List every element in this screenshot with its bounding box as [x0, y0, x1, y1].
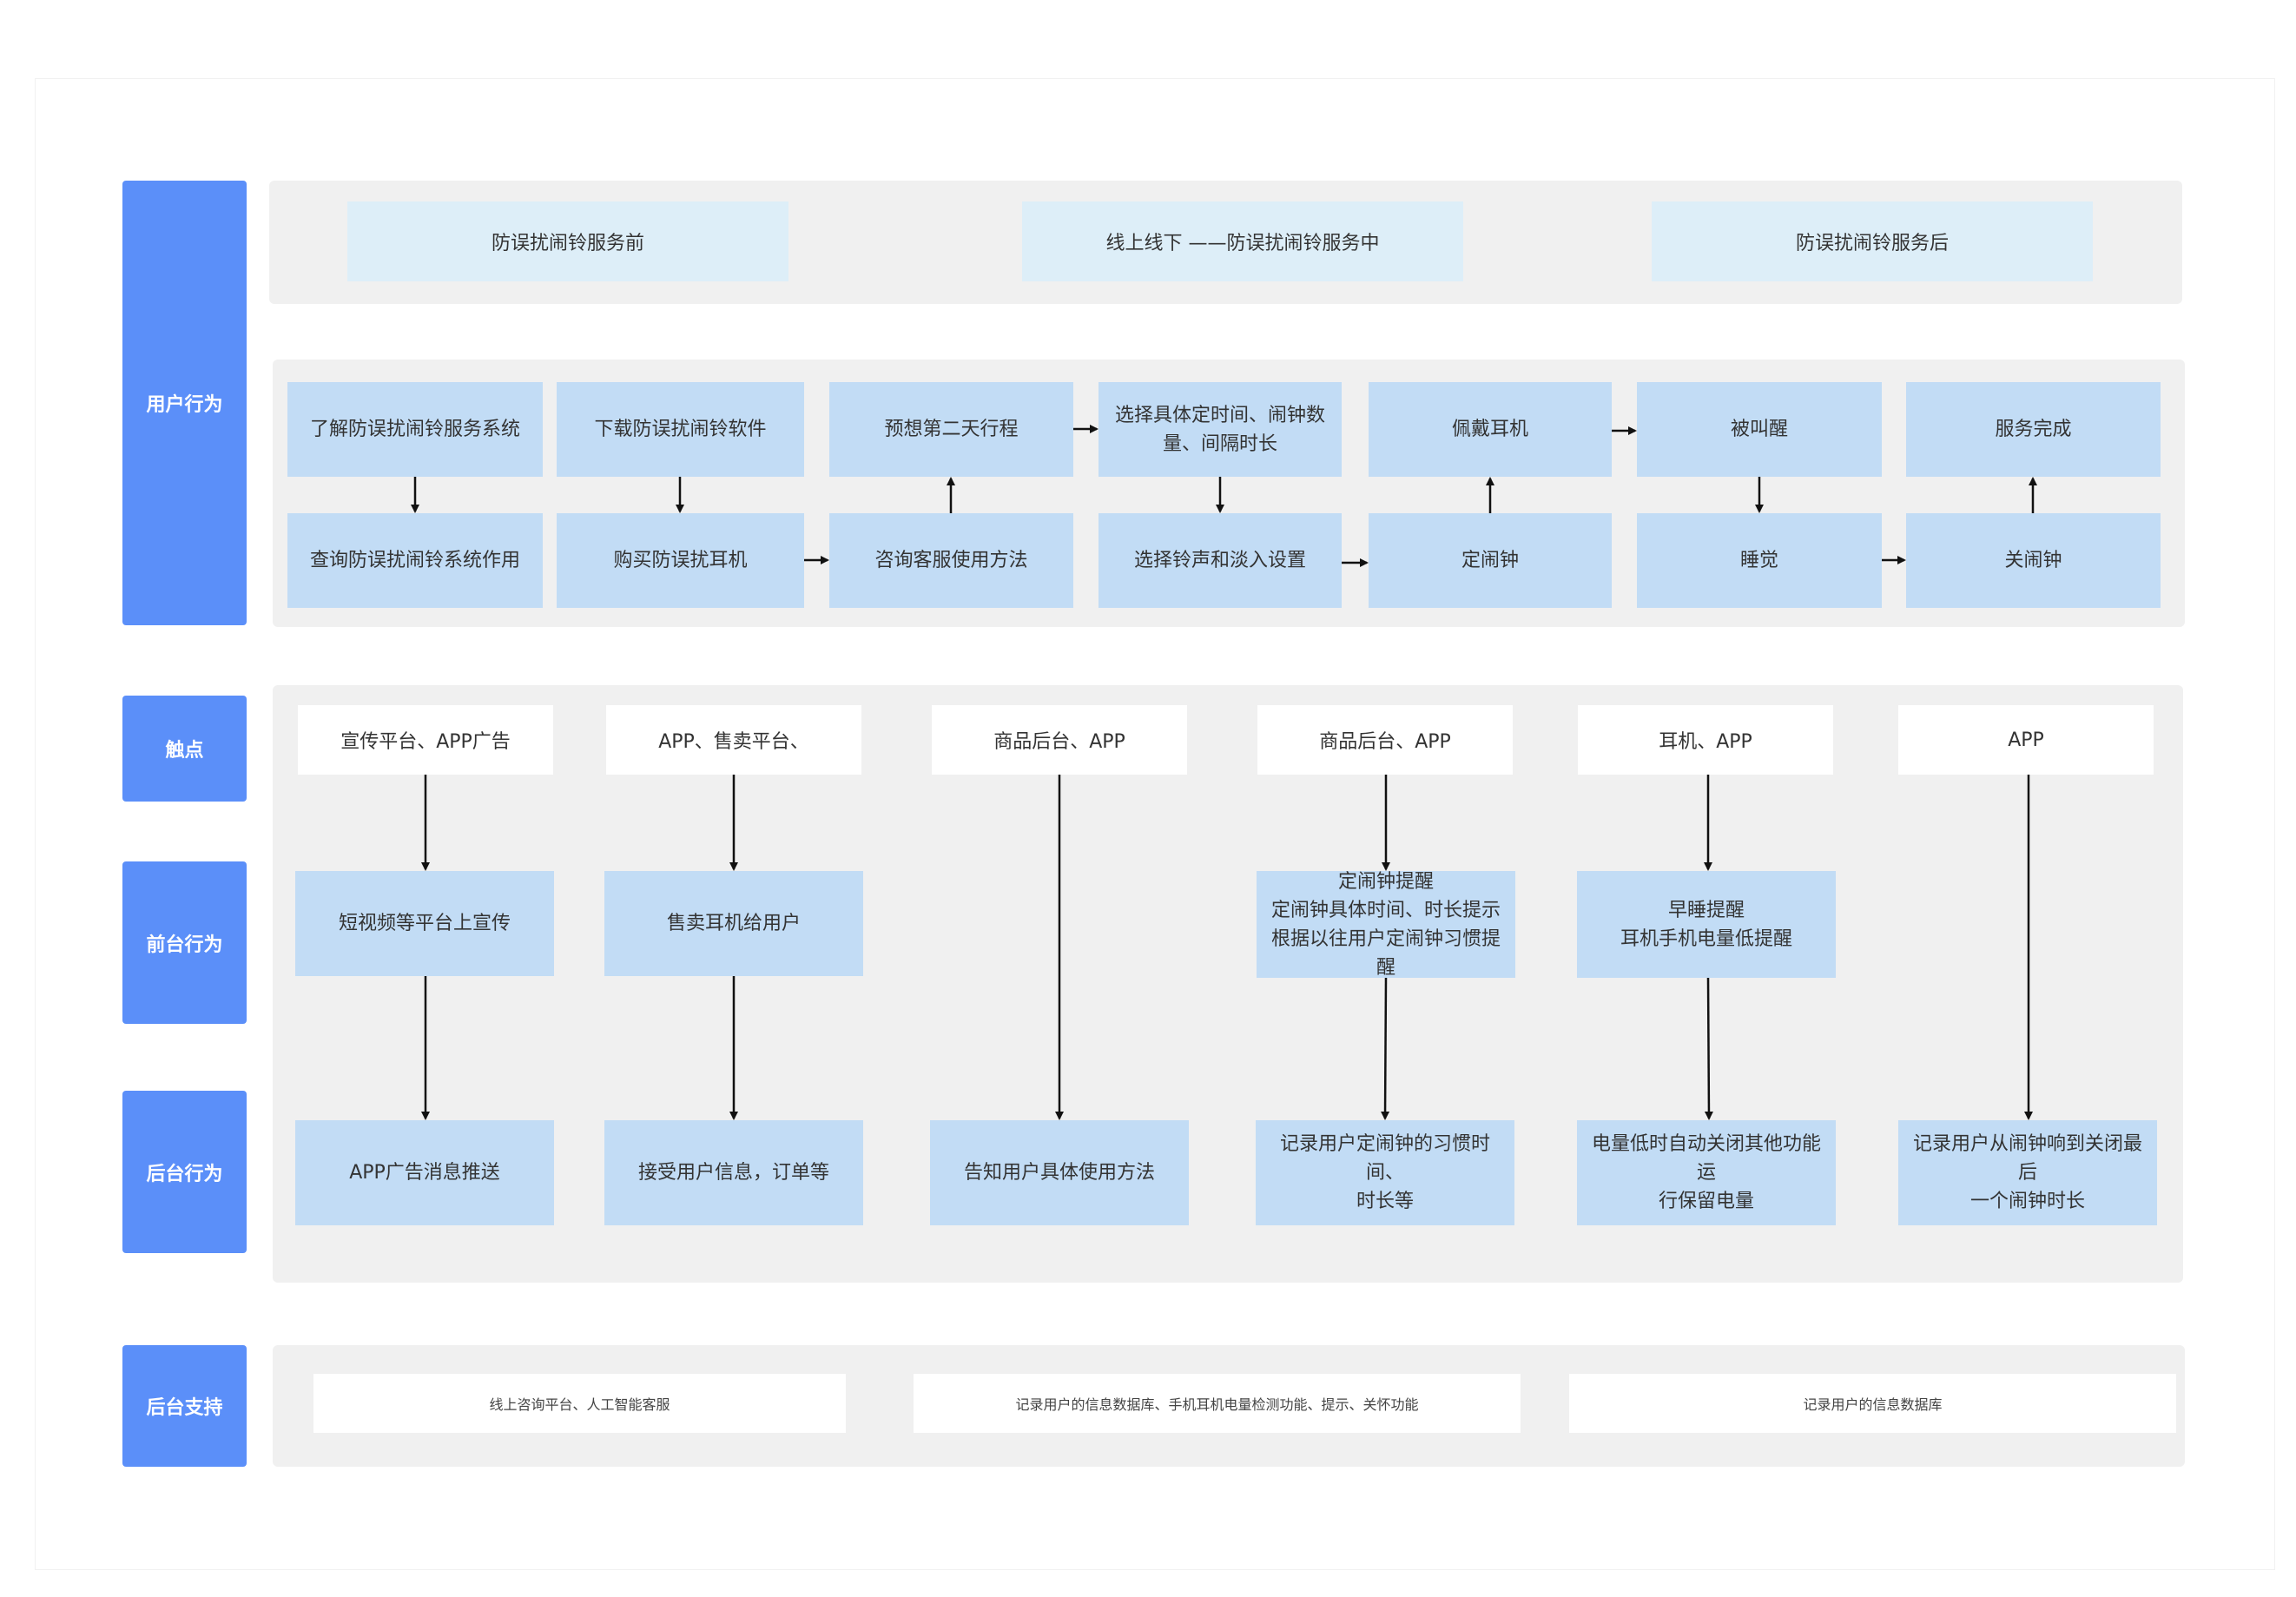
user-step-close-alarm: 关闹钟	[1906, 513, 2161, 608]
stage-during: 线上线下 ——防误扰闹铃服务中	[1022, 201, 1463, 281]
user-step-plan: 预想第二天行程	[829, 382, 1073, 477]
touchpoint-3: 商品后台、APP	[932, 705, 1187, 775]
user-step-ringtone: 选择铃声和淡入设置	[1099, 513, 1342, 608]
user-step-download: 下载防误扰闹铃软件	[557, 382, 804, 477]
touchpoint-5: 耳机、APP	[1578, 705, 1833, 775]
lane-label-user: 用户行为	[122, 181, 247, 625]
lane-label-back: 后台行为	[122, 1091, 247, 1253]
support-3: 记录用户的信息数据库	[1569, 1374, 2176, 1433]
stage-after: 防误扰闹铃服务后	[1652, 201, 2093, 281]
user-step-choose-time: 选择具体定时间、闹钟数 量、间隔时长	[1099, 382, 1342, 477]
support-1: 线上咨询平台、人工智能客服	[313, 1374, 846, 1433]
user-step-sleep: 睡觉	[1637, 513, 1882, 608]
lane-label-support: 后台支持	[122, 1345, 247, 1467]
lane-label-touch: 触点	[122, 696, 247, 802]
stage-before: 防误扰闹铃服务前	[347, 201, 788, 281]
front-alarm-reminder: 定闹钟提醒 定闹钟具体时间、时长提示 根据以往用户定闹钟习惯提醒	[1257, 871, 1515, 979]
back-record-habit: 记录用户定闹钟的习惯时间、 时长等	[1256, 1120, 1514, 1225]
lane-label-front: 前台行为	[122, 861, 247, 1024]
service-panel	[273, 685, 2183, 1283]
user-step-query: 查询防误扰闹铃系统作用	[287, 513, 543, 608]
user-step-done: 服务完成	[1906, 382, 2161, 477]
back-record-duration: 记录用户从闹钟响到关闭最后 一个闹钟时长	[1898, 1120, 2157, 1225]
back-order: 接受用户信息，订单等	[604, 1120, 863, 1225]
user-step-consult: 咨询客服使用方法	[829, 513, 1073, 608]
back-ad-push: APP广告消息推送	[295, 1120, 554, 1225]
canvas-frame	[35, 78, 2275, 1570]
front-sell: 售卖耳机给用户	[604, 871, 863, 976]
touchpoint-6: APP	[1898, 705, 2154, 775]
user-step-woken: 被叫醒	[1637, 382, 1882, 477]
front-promo: 短视频等平台上宣传	[295, 871, 554, 976]
touchpoint-4: 商品后台、APP	[1257, 705, 1513, 775]
front-sleep-reminder: 早睡提醒 耳机手机电量低提醒	[1577, 871, 1836, 978]
touchpoint-1: 宣传平台、APP广告	[298, 705, 553, 775]
user-step-set-alarm: 定闹钟	[1369, 513, 1612, 608]
back-power-save: 电量低时自动关闭其他功能运 行保留电量	[1577, 1120, 1836, 1225]
touchpoint-2: APP、售卖平台、	[606, 705, 861, 775]
user-step-wear: 佩戴耳机	[1369, 382, 1612, 477]
user-step-buy: 购买防误扰耳机	[557, 513, 804, 608]
back-usage-guide: 告知用户具体使用方法	[930, 1120, 1189, 1225]
user-step-learn: 了解防误扰闹铃服务系统	[287, 382, 543, 477]
support-2: 记录用户的信息数据库、手机耳机电量检测功能、提示、关怀功能	[914, 1374, 1521, 1433]
